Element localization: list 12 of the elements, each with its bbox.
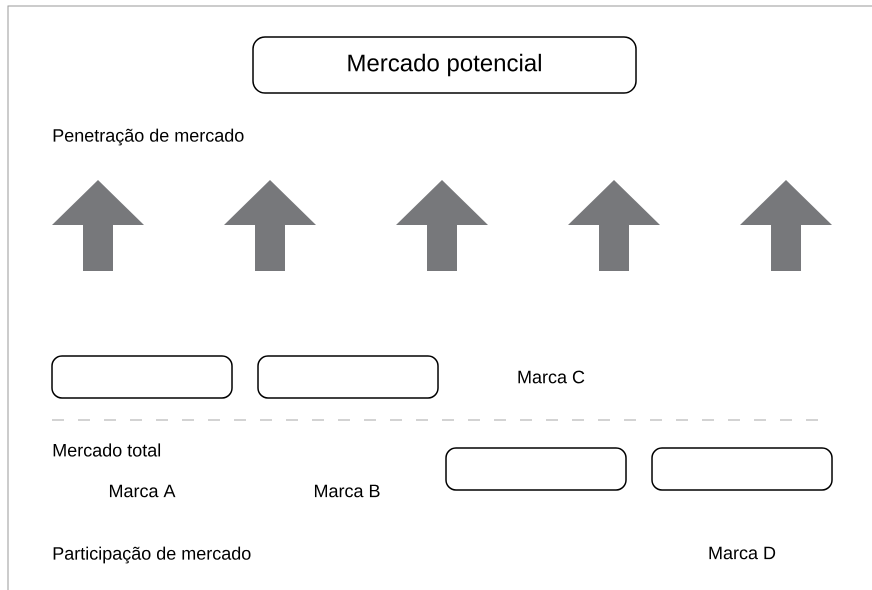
empty-box (51, 355, 233, 399)
empty-box (651, 447, 833, 491)
label: Marca A (110, 484, 176, 498)
label: Marca B (314, 484, 380, 498)
text-box: Mercado potencial (252, 36, 637, 94)
label: Participação de mercado (54, 546, 250, 564)
empty-box (257, 355, 439, 399)
empty-box (445, 447, 627, 491)
label: Penetração de mercado (54, 128, 244, 146)
label: Mercado total (54, 443, 160, 457)
label: Marca D (709, 546, 776, 560)
label: Marca C (518, 370, 584, 384)
